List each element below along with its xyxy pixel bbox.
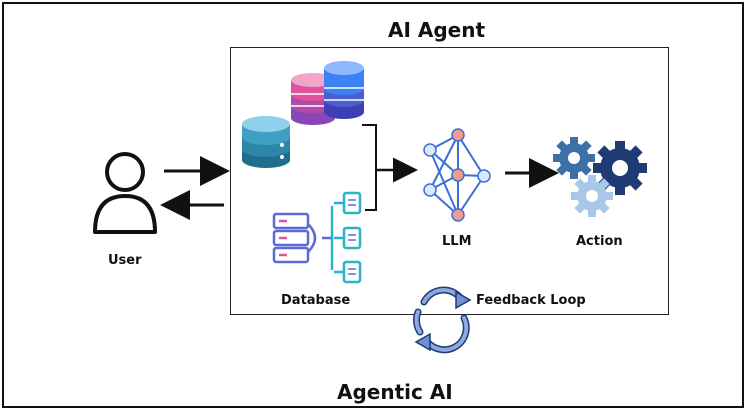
user-label: User bbox=[108, 253, 142, 268]
data-connector bbox=[362, 124, 418, 211]
server-icon bbox=[272, 206, 334, 270]
llm-label: LLM bbox=[442, 234, 472, 249]
database-blue-icon bbox=[324, 61, 364, 119]
database-label: Database bbox=[281, 293, 351, 308]
user-icon bbox=[93, 152, 157, 234]
ai-agent-title: AI Agent bbox=[388, 18, 486, 42]
gears-icon bbox=[553, 137, 647, 217]
action-label: Action bbox=[576, 234, 623, 249]
outer-frame bbox=[2, 2, 744, 408]
neural-network-icon bbox=[423, 128, 491, 222]
feedback-loop-label: Feedback Loop bbox=[476, 293, 586, 308]
database-teal-icon bbox=[242, 116, 290, 168]
cycle-arrows-icon bbox=[413, 286, 472, 354]
document-list-icon bbox=[334, 191, 362, 284]
ai-agent-box bbox=[230, 47, 669, 315]
agentic-ai-title: Agentic AI bbox=[337, 380, 453, 404]
